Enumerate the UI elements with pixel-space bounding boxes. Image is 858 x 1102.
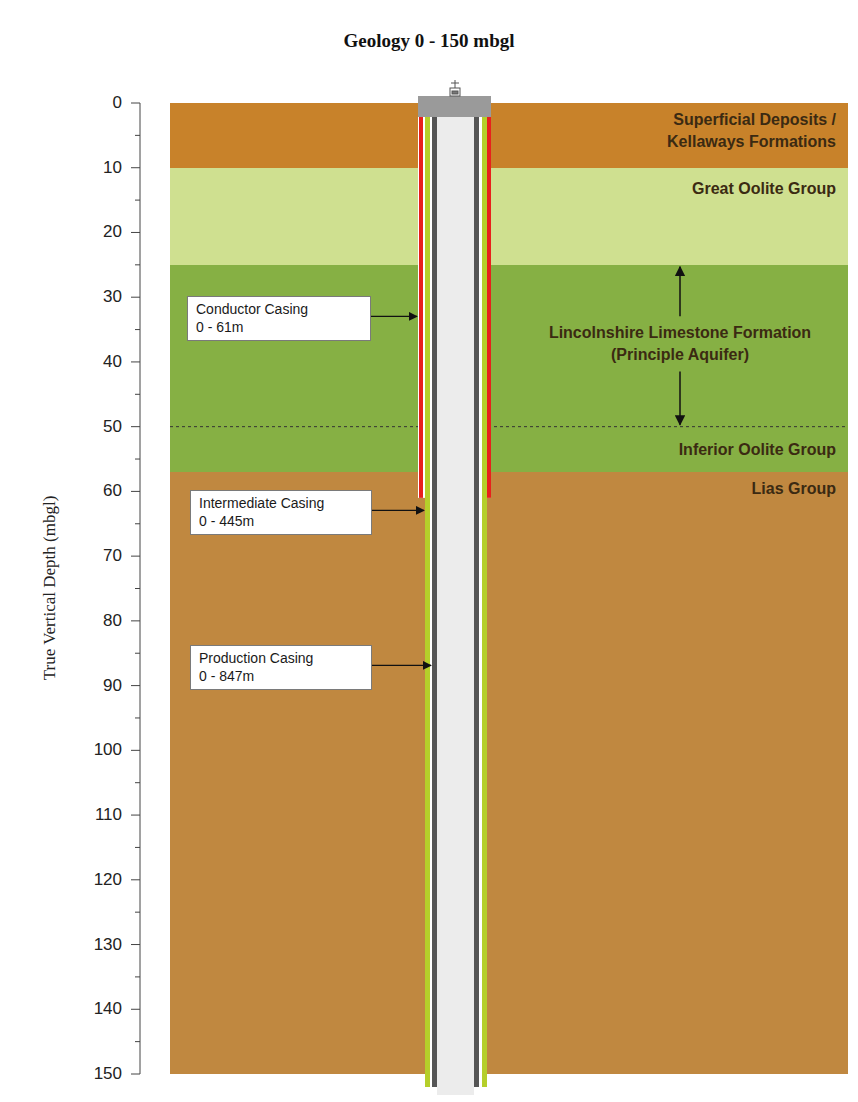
depth-tick-label: 130 bbox=[72, 935, 122, 955]
depth-tick-label: 40 bbox=[72, 352, 122, 372]
depth-tick-label: 20 bbox=[72, 222, 122, 242]
casing-depth-range: 0 - 61m bbox=[196, 318, 362, 336]
depth-tick-label: 70 bbox=[72, 546, 122, 566]
depth-tick-label: 10 bbox=[72, 158, 122, 178]
casing-depth-range: 0 - 847m bbox=[199, 667, 363, 685]
depth-tick-label: 60 bbox=[72, 481, 122, 501]
axis-title: True Vertical Depth (mbgl) bbox=[40, 496, 60, 681]
casing-depth-range: 0 - 445m bbox=[199, 512, 363, 530]
geology-band: Inferior Oolite Group bbox=[170, 427, 848, 472]
geology-band: Superficial Deposits / Kellaways Formati… bbox=[170, 103, 848, 168]
casing-name: Intermediate Casing bbox=[199, 494, 363, 512]
formation-boundary bbox=[170, 426, 848, 427]
layer-name: Great Oolite Group bbox=[576, 178, 836, 200]
depth-tick-label: 110 bbox=[72, 805, 122, 825]
well-bore bbox=[418, 96, 491, 1095]
depth-tick-label: 0 bbox=[72, 93, 122, 113]
layer-name: Lincolnshire Limestone Formation (Princi… bbox=[540, 322, 820, 365]
geology-band: Lias GroupIntermediate Casing0 - 445mPro… bbox=[170, 472, 848, 1074]
geology-band: Great Oolite Group bbox=[170, 168, 848, 265]
depth-tick-label: 150 bbox=[72, 1064, 122, 1084]
casing-name: Production Casing bbox=[199, 649, 363, 667]
leader-arrow bbox=[372, 510, 424, 511]
layer-name: Lias Group bbox=[576, 478, 836, 500]
depth-tick-label: 100 bbox=[72, 740, 122, 760]
aquifer-extent-arrow bbox=[679, 371, 681, 424]
casing-name: Conductor Casing bbox=[196, 300, 362, 318]
geology-band: Lincolnshire Limestone Formation (Princi… bbox=[170, 265, 848, 427]
depth-tick-label: 50 bbox=[72, 417, 122, 437]
diagram-title: Geology 0 - 150 mbgl bbox=[0, 30, 858, 52]
casing-callout: Intermediate Casing0 - 445m bbox=[190, 490, 372, 535]
casing-callout: Conductor Casing0 - 61m bbox=[187, 296, 371, 341]
depth-tick-label: 80 bbox=[72, 611, 122, 631]
depth-tick-label: 140 bbox=[72, 999, 122, 1019]
depth-tick-label: 120 bbox=[72, 870, 122, 890]
depth-axis bbox=[131, 103, 140, 1074]
layer-name: Superficial Deposits / Kellaways Formati… bbox=[621, 109, 836, 152]
layer-name: Inferior Oolite Group bbox=[576, 439, 836, 461]
leader-arrow bbox=[371, 316, 417, 317]
leader-arrow bbox=[372, 665, 431, 666]
wellhead-valve bbox=[450, 80, 460, 96]
aquifer-extent-arrow bbox=[679, 267, 681, 316]
depth-tick-label: 30 bbox=[72, 287, 122, 307]
casing-callout: Production Casing0 - 847m bbox=[190, 645, 372, 690]
depth-tick-label: 90 bbox=[72, 676, 122, 696]
